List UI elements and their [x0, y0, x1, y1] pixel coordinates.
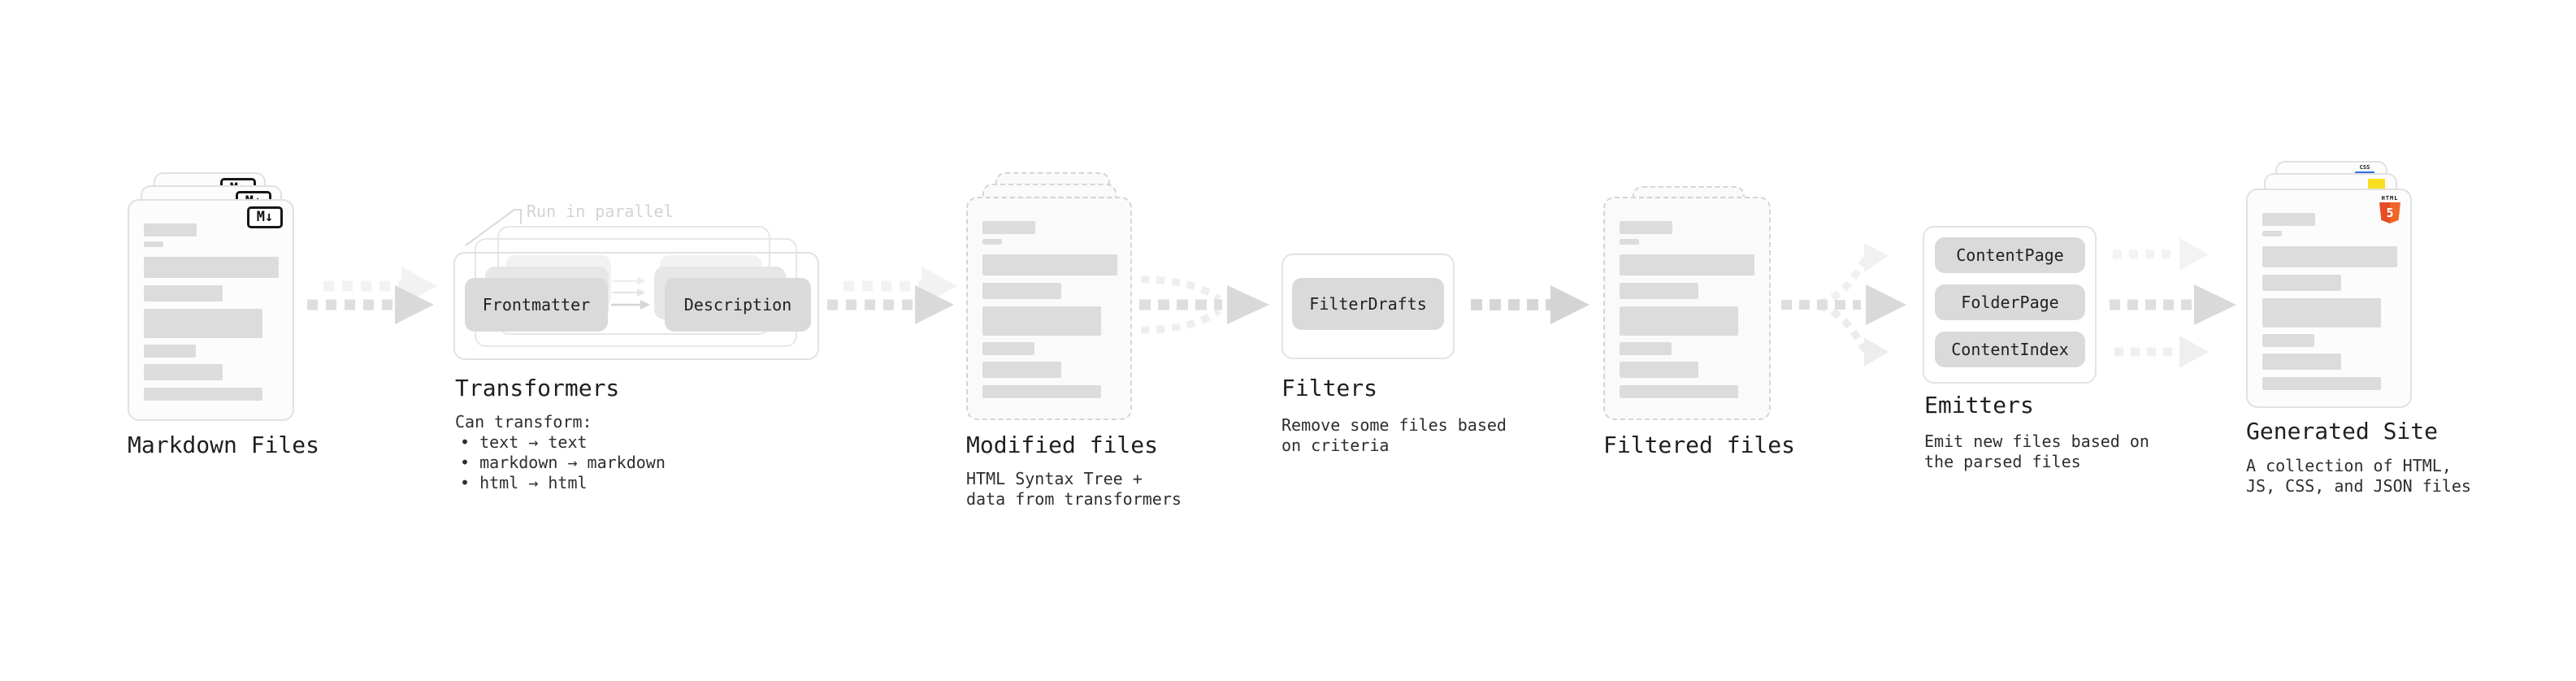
transformer-card-front — [453, 252, 819, 360]
bullet-html-to-html: • html → html — [460, 473, 588, 492]
emitters-subtitle: Emit new files based on the parsed files — [1924, 432, 2149, 471]
chip-contentpage: ContentPage — [1935, 237, 2085, 273]
filters-subtitle: Remove some files based on criteria — [1281, 415, 1507, 455]
can-transform-line: Can transform: — [455, 412, 592, 432]
doc-placeholder-lines — [2262, 213, 2397, 390]
doc-placeholder-lines — [144, 223, 279, 401]
arrow-modified-to-filters-merge — [1139, 275, 1269, 334]
filtered-doc-front — [1603, 197, 1771, 420]
css-icon: CSS — [2355, 165, 2374, 174]
stage-title-filters: Filters — [1281, 375, 1378, 401]
arrow-filters-to-filtered — [1471, 285, 1589, 324]
chip-filterdrafts: FilterDrafts — [1292, 278, 1444, 330]
doc-placeholder-lines — [1620, 221, 1754, 398]
callout-line — [465, 209, 522, 246]
transformers-description: Can transform: — [455, 412, 592, 432]
doc-placeholder-lines — [982, 221, 1117, 398]
arrow-emitters-to-site — [2110, 238, 2236, 368]
chip-frontmatter: Frontmatter — [465, 278, 608, 332]
stage-title-transformers: Transformers — [455, 375, 620, 401]
html5-icon: HTML 5 — [2379, 195, 2401, 223]
javascript-icon — [2368, 179, 2385, 189]
bullet-text-to-text: • text → text — [460, 432, 588, 452]
arrow-markdown-to-transformers — [307, 267, 437, 324]
arrow-transformers-to-modified — [827, 267, 957, 324]
chip-contentindex: ContentIndex — [1935, 332, 2085, 367]
chip-description: Description — [665, 278, 811, 332]
generated-site-subtitle: A collection of HTML, JS, CSS, and JSON … — [2246, 456, 2471, 496]
site-doc-html: HTML 5 — [2246, 189, 2412, 408]
stage-title-emitters: Emitters — [1924, 392, 2034, 419]
stage-title-filtered-files: Filtered files — [1603, 432, 1796, 458]
chip-folderpage: FolderPage — [1935, 284, 2085, 320]
transformers-bullets: • text → text • markdown → markdown • ht… — [460, 432, 666, 493]
markdown-icon: M↓ — [247, 206, 283, 228]
stage-title-generated-site: Generated Site — [2246, 418, 2439, 445]
stage-title-markdown-files: Markdown Files — [128, 432, 320, 458]
arrow-filtered-to-emitters-fanout — [1781, 243, 1906, 367]
stage-title-modified-files: Modified files — [966, 432, 1159, 458]
markdown-doc-front: M↓ — [128, 199, 294, 421]
modified-doc-front — [966, 197, 1132, 420]
modified-files-subtitle: HTML Syntax Tree + data from transformer… — [966, 469, 1182, 509]
bullet-markdown-to-markdown: • markdown → markdown — [460, 453, 666, 472]
chip-flow-arrows — [611, 277, 650, 310]
run-in-parallel-label: Run in parallel — [527, 202, 674, 221]
